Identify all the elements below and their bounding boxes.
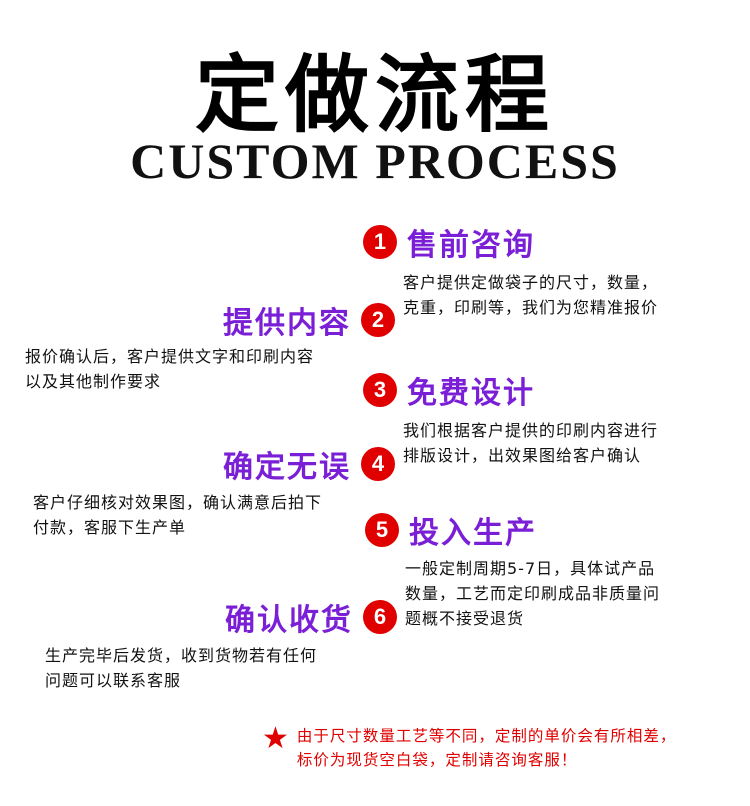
step-3-line-1: 我们根据客户提供的印刷内容进行 (403, 421, 659, 440)
step-1: 1 售前咨询 客户提供定做袋子的尺寸，数量， 克重，印刷等，我们为您精准报价 (363, 220, 658, 320)
step-3: 3 免费设计 我们根据客户提供的印刷内容进行 排版设计，出效果图给客户确认 (363, 368, 658, 468)
star-icon: ★ (262, 721, 289, 756)
page-title-cn: 定做流程 (194, 46, 555, 144)
step-3-number-badge: 3 (363, 373, 397, 407)
step-6-number-badge: 6 (363, 600, 397, 634)
step-4-line-2: 付款，客服下生产单 (33, 518, 187, 537)
step-2-line-1: 报价确认后，客户提供文字和印刷内容 (25, 347, 315, 366)
step-5-line-2: 数量，工艺而定印刷成品非质量问 (405, 584, 661, 603)
pricing-note: ★ 由于尺寸数量工艺等不同，定制的单价会有所相差， 标价为现货空白袋，定制请咨询… (262, 724, 676, 772)
step-5-header: 5 投入生产 (365, 508, 660, 552)
step-6-title: 确认收货 (225, 603, 353, 638)
step-3-title: 免费设计 (407, 376, 535, 411)
step-3-line-2: 排版设计，出效果图给客户确认 (403, 446, 642, 465)
step-5-description: 一般定制周期5-7日，具体试产品 数量，工艺而定印刷成品非质量问 题概不接受退货 (405, 556, 660, 631)
step-5-title: 投入生产 (409, 516, 537, 551)
step-5-line-3: 题概不接受退货 (405, 609, 525, 628)
step-5-number-badge: 5 (365, 513, 399, 547)
step-4-description: 客户仔细核对效果图，确认满意后拍下 付款，客服下生产单 (33, 490, 395, 540)
step-1-header: 1 售前咨询 (363, 220, 658, 264)
step-2-number-badge: 2 (361, 303, 395, 337)
pricing-note-line-2: 标价为现货空白袋，定制请咨询客服！ (296, 751, 578, 769)
step-5: 5 投入生产 一般定制周期5-7日，具体试产品 数量，工艺而定印刷成品非质量问 … (365, 508, 660, 631)
step-4-header: 确定无误 4 (223, 442, 395, 486)
step-4-line-1: 客户仔细核对效果图，确认满意后拍下 (33, 493, 323, 512)
step-1-line-1: 客户提供定做袋子的尺寸，数量， (403, 273, 659, 292)
step-2-description: 报价确认后，客户提供文字和印刷内容 以及其他制作要求 (25, 344, 395, 394)
step-2: 提供内容 2 报价确认后，客户提供文字和印刷内容 以及其他制作要求 (25, 298, 395, 394)
step-6-line-1: 生产完毕后发货，收到货物若有任何 (45, 646, 318, 665)
pricing-note-line-1: 由于尺寸数量工艺等不同，定制的单价会有所相差， (296, 727, 677, 745)
step-3-description: 我们根据客户提供的印刷内容进行 排版设计，出效果图给客户确认 (403, 418, 658, 468)
step-6-header: 确认收货 6 (225, 595, 397, 639)
step-4-title: 确定无误 (223, 450, 351, 485)
step-1-number-badge: 1 (363, 225, 397, 259)
step-6-line-2: 问题可以联系客服 (45, 671, 182, 690)
page-title-en: CUSTOM PROCESS (130, 133, 620, 189)
step-1-title: 售前咨询 (407, 228, 535, 263)
step-2-title: 提供内容 (223, 306, 351, 341)
step-2-header: 提供内容 2 (223, 298, 395, 342)
step-3-header: 3 免费设计 (363, 368, 658, 412)
pricing-note-text: 由于尺寸数量工艺等不同，定制的单价会有所相差， 标价为现货空白袋，定制请咨询客服… (297, 724, 677, 772)
step-5-line-1: 一般定制周期5-7日，具体试产品 (405, 559, 656, 578)
step-1-line-2: 克重，印刷等，我们为您精准报价 (403, 298, 659, 317)
step-2-line-2: 以及其他制作要求 (25, 372, 162, 391)
step-4-number-badge: 4 (361, 447, 395, 481)
step-6: 确认收货 6 生产完毕后发货，收到货物若有任何 问题可以联系客服 (45, 595, 397, 693)
step-6-description: 生产完毕后发货，收到货物若有任何 问题可以联系客服 (45, 643, 397, 693)
step-1-description: 客户提供定做袋子的尺寸，数量， 克重，印刷等，我们为您精准报价 (403, 270, 658, 320)
step-4: 确定无误 4 客户仔细核对效果图，确认满意后拍下 付款，客服下生产单 (33, 442, 395, 540)
